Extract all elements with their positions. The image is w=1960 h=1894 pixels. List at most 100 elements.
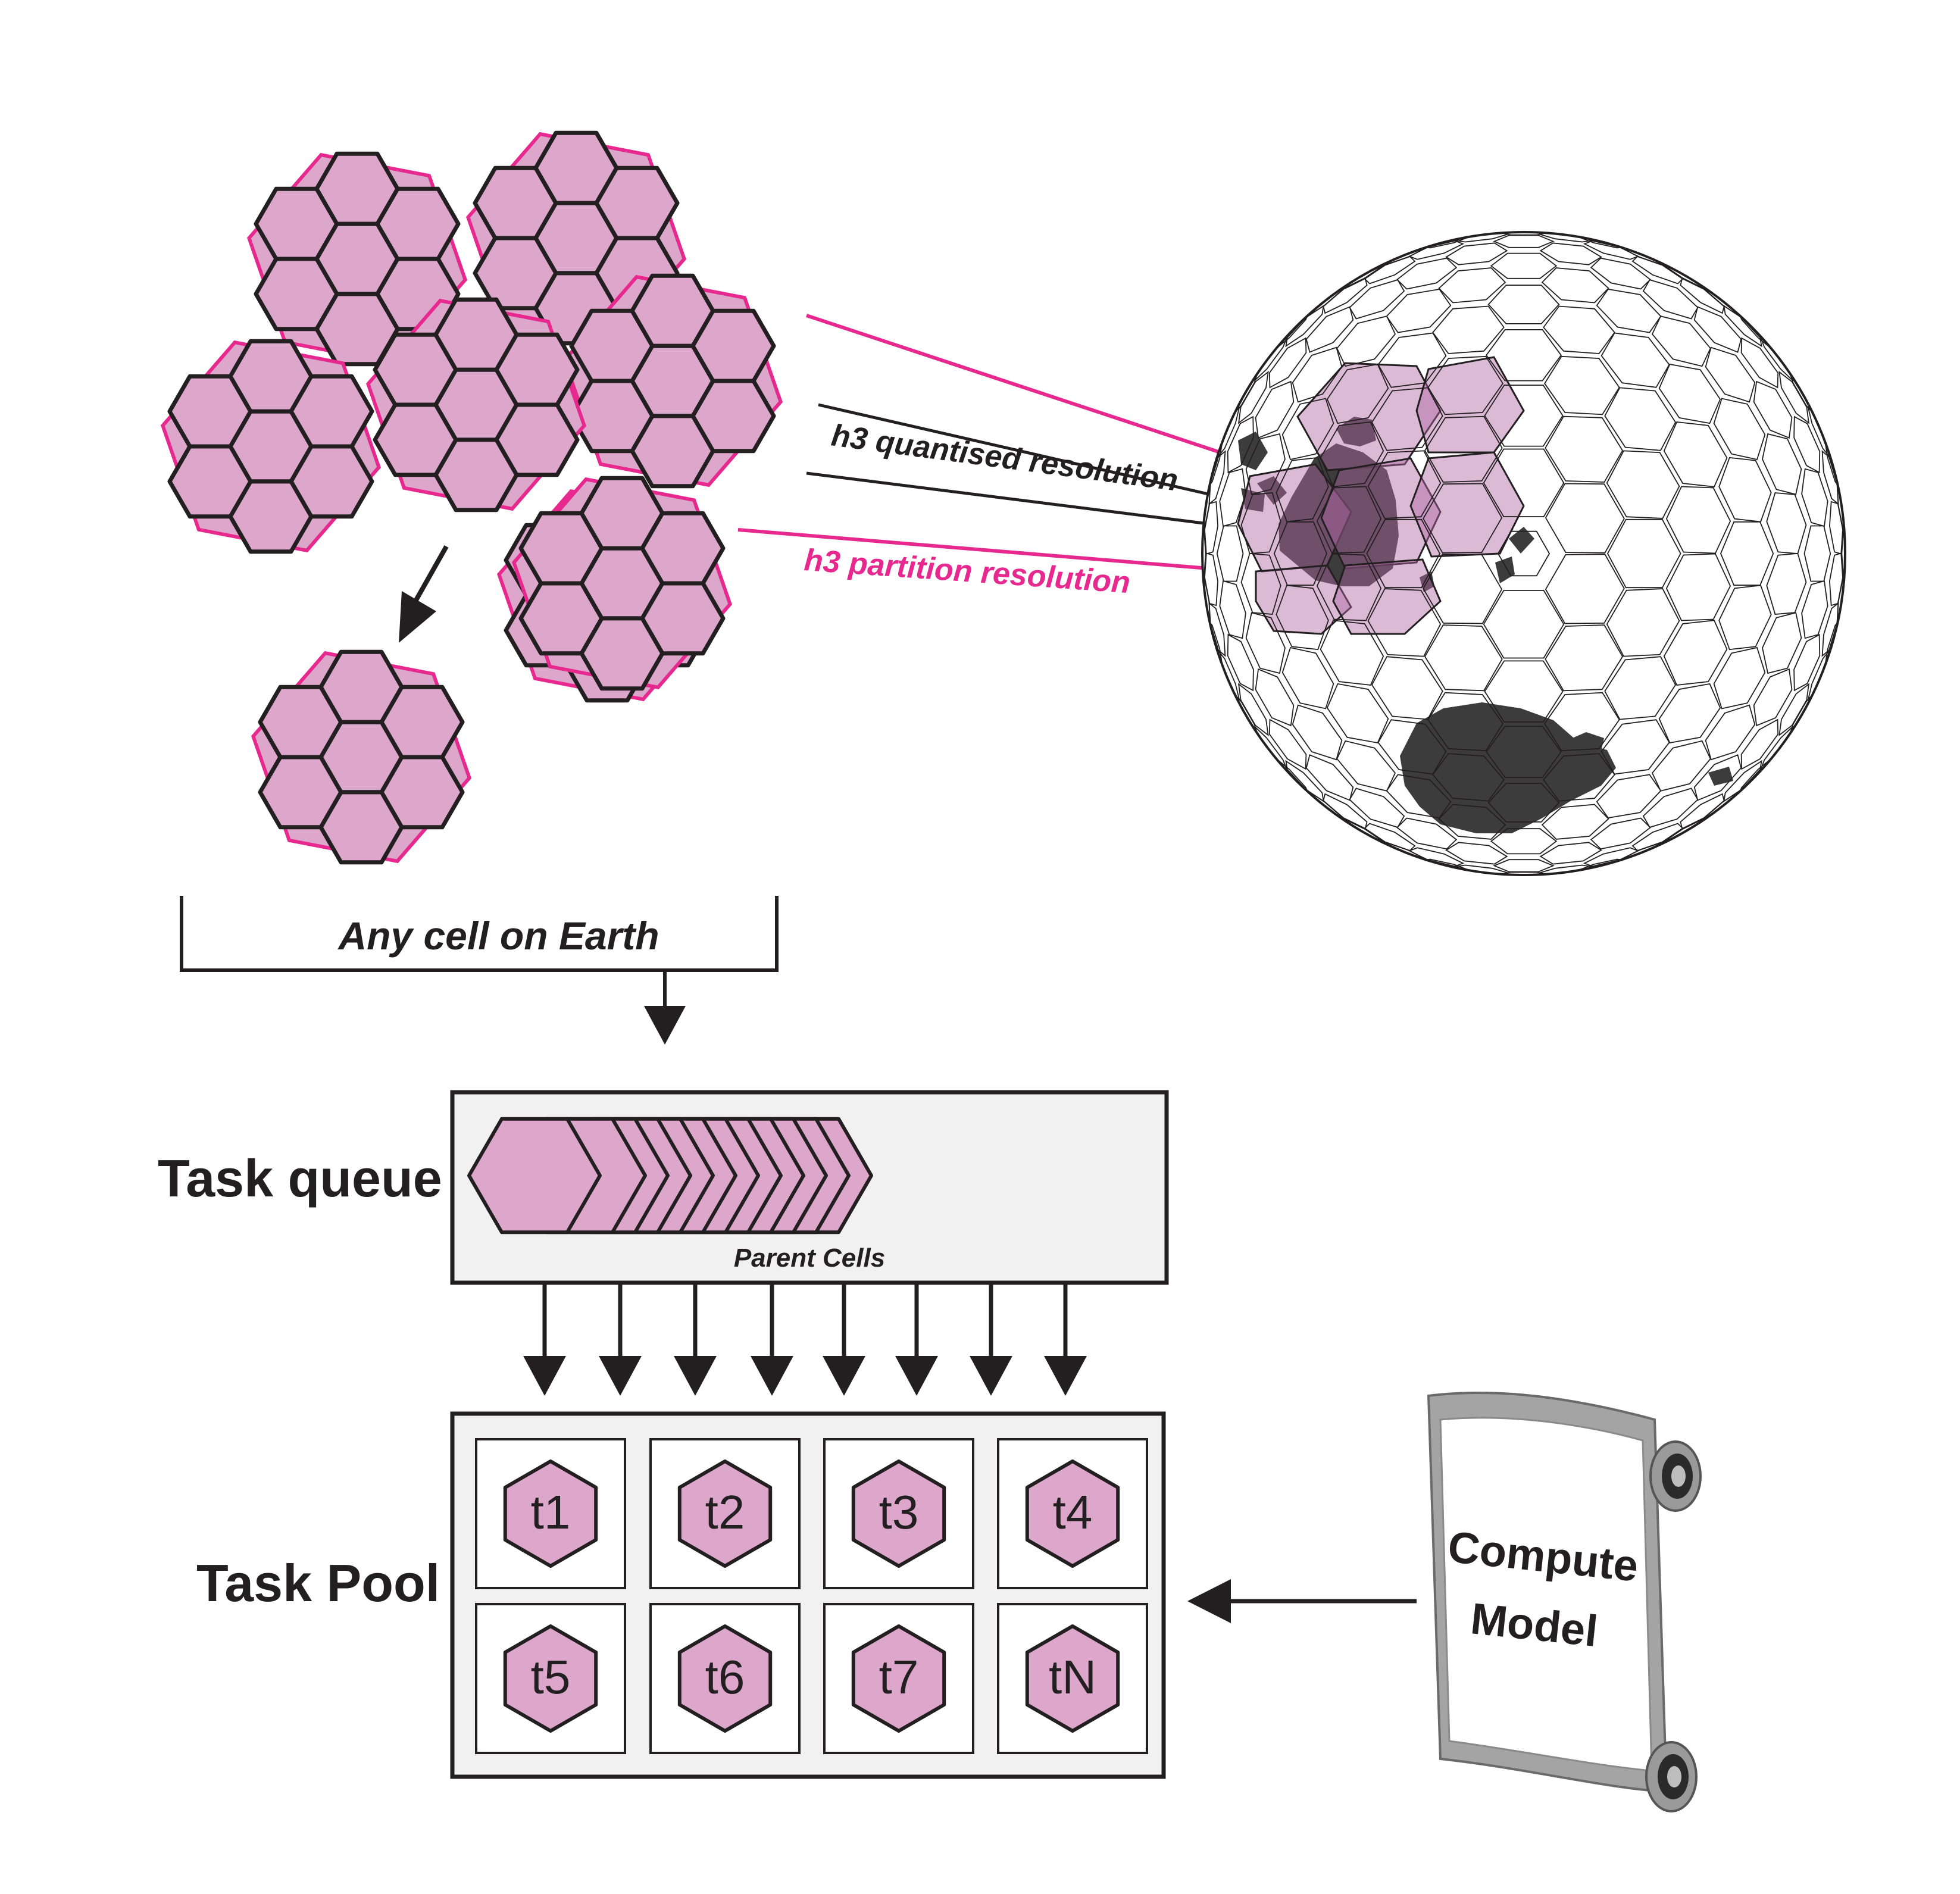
globe-grid-cell [1320,421,1384,487]
globe-grid-cell [1693,754,1742,801]
child-hex-cell [373,402,458,477]
globe-grid-cell [1600,332,1670,388]
globe-grid-cell [1320,620,1384,686]
arrow-down-to-queue [644,1006,686,1045]
globe-grid-cell [1596,288,1662,333]
globe-grid-cell [1651,315,1711,367]
globe-grid-cell [1740,718,1779,770]
globe-grid-cell [1326,683,1389,744]
parent-cells-label: Parent Cells [734,1243,885,1273]
globe-grid-cell [1438,804,1506,840]
any-cell-label: Any cell on Earth [337,914,659,958]
hex-child-cell-cluster [251,649,472,865]
globe-grid-cell [1545,415,1624,483]
child-hex-cell [258,755,343,830]
globe-grid-cell [1305,306,1354,353]
globe-grid-cell [1778,683,1810,737]
child-hex-cell [494,332,580,407]
globe-grid-cell [1237,683,1269,737]
globe-grid-cell [1240,552,1281,615]
globe-grid-cell [1487,783,1560,823]
task-label: t4 [1053,1486,1093,1539]
globe-grid-cell [1793,415,1821,474]
globe-grid-cell [1778,370,1810,424]
globe-grid-cell [1423,554,1503,624]
globe-grid-cell [1801,580,1828,639]
queue-arrow-head [751,1356,793,1396]
globe-grid-cell [1216,525,1244,582]
globe-grid-cell [1316,553,1382,621]
globe-grid-cell [1631,823,1684,852]
queue-arrow-head [1044,1356,1087,1396]
globe-grid-cell [1438,267,1506,304]
globe-grid-cell [1713,398,1766,461]
globe-grid-cell [1292,346,1343,403]
globe-grid-cell [1604,387,1677,451]
globe-grid-cell [1493,235,1555,248]
globe-grid-cell [1371,656,1443,720]
globe-grid-cell [1604,656,1677,720]
scroll-roller-bottom [1645,1741,1698,1812]
globe-grid-cell [1445,842,1508,865]
queue-arrow-head [674,1356,717,1396]
arrow-to-single-cell [399,545,449,643]
globe-grid-cell [1663,421,1728,487]
globe-grid-cell [1490,252,1558,279]
globe-grid-cell [1793,633,1821,692]
task-hex-icon [503,1624,598,1733]
globe-grid-cell [1483,590,1565,659]
globe-grid-cell [1713,646,1766,710]
globe-grid-cell [1545,624,1624,692]
globe-grid-cell [1445,242,1508,265]
globe-grid-cell [1497,530,1551,577]
globe-grid-cell [1665,553,1731,621]
globe-grid-cell [1680,793,1725,830]
globe-grid-cell [1292,704,1343,761]
globe-grid-cell [1545,554,1625,624]
globe-grid-cell [1753,668,1793,727]
child-hex-cell [690,308,776,383]
child-hex-cell [375,186,461,261]
child-hex-cell [289,374,374,449]
globe-grid-cell [1642,787,1699,828]
globe-grid-cell [1543,753,1615,802]
globe-grid-cell [1596,774,1662,819]
globe-grid-cell [1693,306,1742,353]
task-slot-t5: t5 [475,1603,626,1754]
queue-to-pool-arrows [523,1284,1087,1396]
globe-grid-cell [1245,612,1286,674]
globe-grid-cell [1543,305,1615,354]
globe-grid-cell [1484,660,1564,723]
globe-grid-cell [1276,585,1329,651]
globe-grid-cell [1590,817,1652,850]
globe-grid-cell [1705,346,1756,403]
task-hex-icon [677,1459,773,1568]
task-label: t5 [531,1651,571,1704]
globe-grid-cell [1245,433,1286,495]
queue-arrow-head [970,1356,1012,1396]
partition-resolution-lines [737,314,1221,570]
globe-grid-cell [1590,257,1652,290]
globe-grid-cell [1240,492,1281,555]
globe-grid-cell [1651,740,1711,792]
globe-grid-cell [1367,450,1442,519]
child-hex-cell [167,444,253,519]
globe-grid-cell [1219,468,1246,527]
globe-grid-cell [1281,398,1334,461]
globe-grid-cell [1268,337,1307,389]
land-masses [1238,417,1733,833]
any-cell-bracket [180,896,779,1045]
globe-grid-cell [1484,385,1564,447]
task-hex-icon [1025,1624,1120,1733]
globe-grid-cell [1762,433,1802,495]
globe-grid-cell [1680,277,1725,314]
task-hex-icon [677,1624,773,1733]
globe-grid-cell [1268,718,1307,770]
task-slot-t1: t1 [475,1438,626,1589]
task-hex-icon [1025,1459,1120,1568]
globe-grid-cell [1487,285,1560,324]
task-hex-icon [851,1459,946,1568]
globe-grid-cell [1665,486,1731,554]
